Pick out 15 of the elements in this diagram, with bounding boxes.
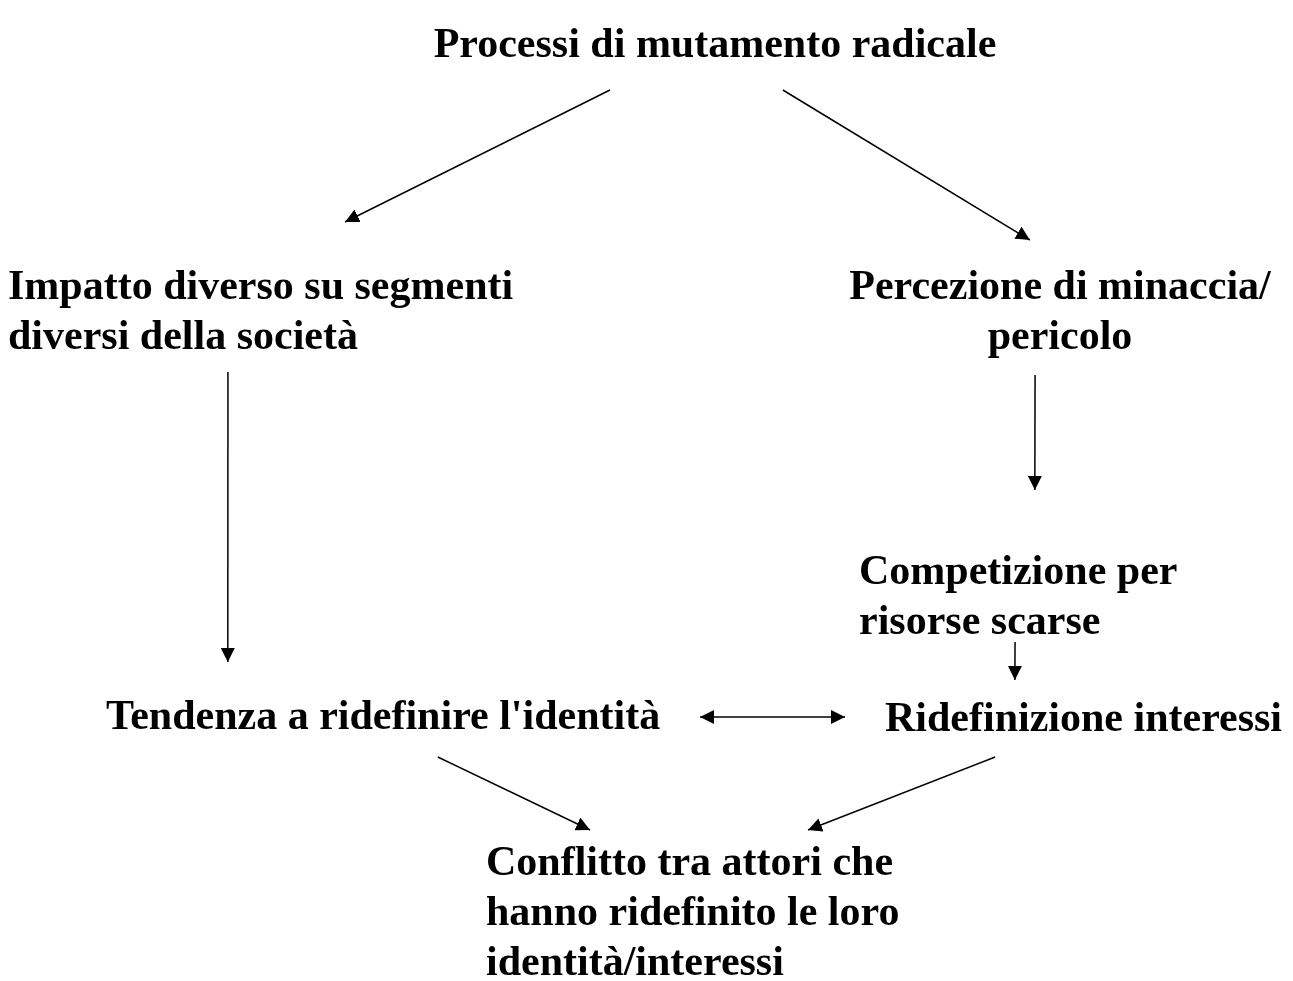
arrow (1007, 641, 1022, 681)
arrow (220, 371, 235, 663)
arrow (782, 89, 1031, 241)
arrow (437, 756, 591, 831)
node-label: Percezione di minaccia/ pericolo (848, 261, 1272, 360)
node-label: Tendenza a ridefinire l'identità (106, 691, 661, 740)
arrow (344, 89, 611, 223)
node-label: Ridefinizione interessi (885, 693, 1283, 742)
arrow (807, 756, 996, 832)
arrow (699, 709, 846, 724)
node-label: Impatto diverso su segmenti diversi della società (8, 261, 515, 360)
arrow (1027, 374, 1042, 491)
node-label: Processi di mutamento radicale (433, 19, 997, 68)
node-label: Competizione per risorse scarse (859, 546, 1178, 645)
node-label: Conflitto tra attori che hanno ridefinito le loro identità/interessi (486, 837, 901, 981)
